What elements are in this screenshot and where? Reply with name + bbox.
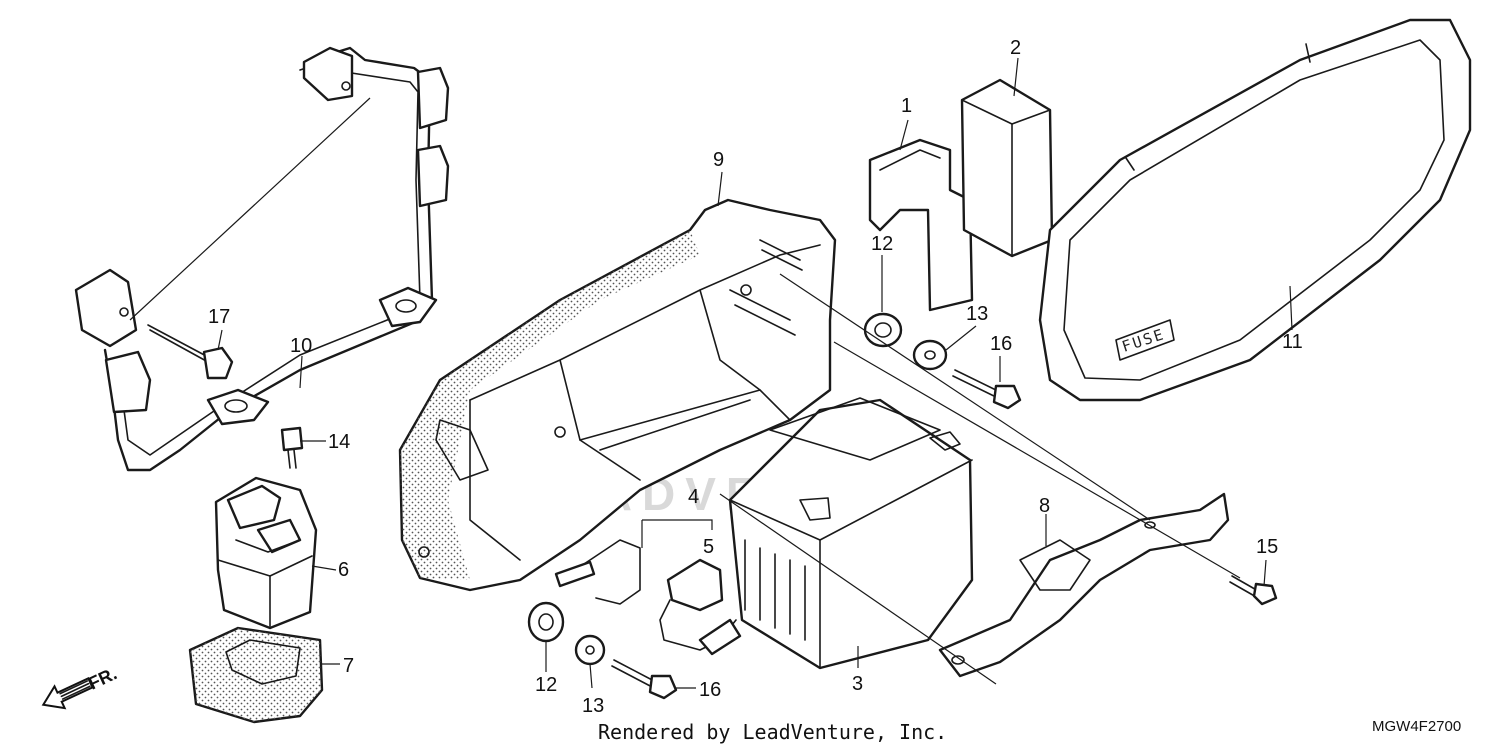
callout-16-top: 16 <box>990 333 1012 355</box>
starter-relay <box>214 476 318 630</box>
callout-13-bottom: 13 <box>582 695 604 717</box>
callout-4: 4 <box>688 486 699 508</box>
callout-2: 2 <box>1010 37 1021 59</box>
fuse-lid: FUSE <box>1038 18 1472 402</box>
battery-stay-frame <box>74 46 450 472</box>
callout-12-top: 12 <box>871 233 893 255</box>
battery-cable-4 <box>554 539 641 605</box>
battery <box>728 397 974 670</box>
callout-5: 5 <box>703 536 714 558</box>
relay-cover <box>188 626 324 724</box>
callout-7: 7 <box>343 655 354 677</box>
battery-holder-plate <box>938 492 1230 678</box>
callout-12-bottom: 12 <box>535 674 557 696</box>
callout-3: 3 <box>852 673 863 695</box>
callout-1: 1 <box>901 95 912 117</box>
collar-13-bottom <box>574 634 606 666</box>
front-direction-arrow: FR. <box>41 663 120 710</box>
callout-17: 17 <box>208 306 230 328</box>
bolt-16-bottom <box>611 659 678 700</box>
callout-9: 9 <box>713 149 724 171</box>
bolt-15 <box>1229 575 1278 606</box>
electrical-module <box>960 78 1054 258</box>
battery-box <box>398 198 837 592</box>
grommet-12-bottom <box>527 601 565 643</box>
rendered-by-credit: Rendered by LeadVenture, Inc. <box>598 720 947 744</box>
callout-8: 8 <box>1039 495 1050 517</box>
callout-10: 10 <box>290 335 312 357</box>
diagram-code: MGW4F2700 <box>1372 718 1461 735</box>
bolt-16-top <box>952 369 1022 410</box>
callout-11: 11 <box>1282 331 1303 353</box>
callout-13-top: 13 <box>966 303 988 325</box>
grommet-12-top <box>863 312 903 348</box>
callout-6: 6 <box>338 559 349 581</box>
collar-13-top <box>912 339 948 371</box>
bolt-17 <box>147 324 234 380</box>
bolt-14 <box>280 426 304 469</box>
leader-lines <box>129 57 1293 689</box>
callout-14: 14 <box>328 431 350 453</box>
callout-16-bottom: 16 <box>699 679 721 701</box>
battery-cable-5 <box>659 558 742 656</box>
callout-15: 15 <box>1256 536 1278 558</box>
